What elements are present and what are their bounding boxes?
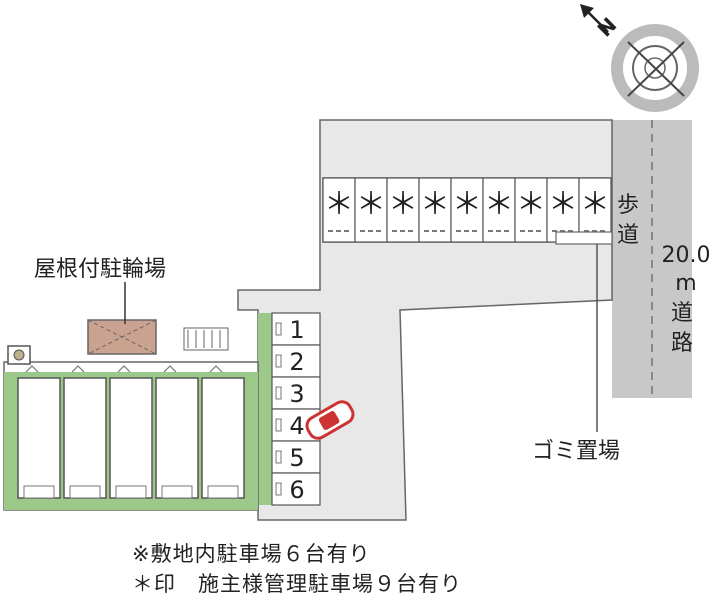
- owner-space-marker: ＊: [420, 187, 450, 222]
- owner-space-marker: ＊: [388, 187, 418, 222]
- road-type-label: 道路: [671, 301, 693, 356]
- owner-space-marker: ＊: [356, 187, 386, 222]
- resident-space-wheelstop: [275, 418, 282, 432]
- bike-parking-label: 屋根付駐輪場: [34, 257, 166, 282]
- resident-space-number: 6: [289, 476, 304, 504]
- unit-porch: [161, 485, 193, 499]
- north-compass: N: [580, 4, 699, 112]
- compass-north-label: N: [593, 13, 622, 42]
- garbage-area: [555, 231, 613, 245]
- unit-door-mark: [25, 365, 39, 373]
- owner-space-marker: ＊: [484, 187, 514, 222]
- resident-space-wheelstop: [275, 386, 282, 400]
- owner-space-marker: ＊: [548, 187, 578, 222]
- unit-porch: [23, 485, 55, 499]
- owner-space-marker: ＊: [324, 187, 354, 222]
- resident-space-number: 1: [289, 316, 304, 344]
- garbage-area-label: ゴミ置場: [532, 439, 620, 464]
- owner-space-marker: ＊: [516, 187, 546, 222]
- resident-parking-stalls: 1 2 3 4 5 6: [258, 312, 321, 506]
- apartment-unit: [155, 377, 199, 499]
- resident-space-number: 5: [289, 444, 304, 472]
- unit-porch: [207, 485, 239, 499]
- entrance-steps: [183, 327, 229, 351]
- apartment-unit: [201, 377, 245, 499]
- resident-space-wheelstop: [275, 354, 282, 368]
- note-owner-parking: ＊印 施主様管理駐車場９台有り: [132, 572, 462, 596]
- unit-porch: [115, 485, 147, 499]
- unit-door-mark: [117, 365, 131, 373]
- resident-space-wheelstop: [275, 482, 282, 496]
- resident-space-number: 2: [289, 348, 304, 376]
- unit-porch: [69, 485, 101, 499]
- utility-meter-icon: [13, 349, 25, 361]
- resident-space-wheelstop: [275, 450, 282, 464]
- owner-parking-row: ＊＊＊＊＊＊＊＊＊: [322, 177, 612, 243]
- apartment-unit: [17, 377, 61, 499]
- bike-parking-area: [87, 282, 157, 355]
- unit-door-mark: [71, 365, 85, 373]
- apartment-unit: [109, 377, 153, 499]
- parked-car: [305, 400, 355, 440]
- note-onsite-parking: ※敷地内駐車場６台有り: [132, 542, 371, 566]
- apartment-unit: [63, 377, 107, 499]
- resident-space-number: 3: [289, 380, 304, 408]
- owner-space-marker: ＊: [452, 187, 482, 222]
- unit-door-mark: [209, 365, 223, 373]
- owner-space-marker: ＊: [580, 187, 610, 222]
- apartment-building: [3, 361, 259, 511]
- resident-space-number: 4: [289, 412, 304, 440]
- sidewalk-label: 歩道: [617, 193, 639, 248]
- unit-door-mark: [163, 365, 177, 373]
- resident-space-wheelstop: [275, 322, 282, 336]
- road-width-label: 20.0: [662, 243, 711, 268]
- grass-strip: [258, 313, 272, 505]
- road-unit-label: m: [675, 271, 696, 296]
